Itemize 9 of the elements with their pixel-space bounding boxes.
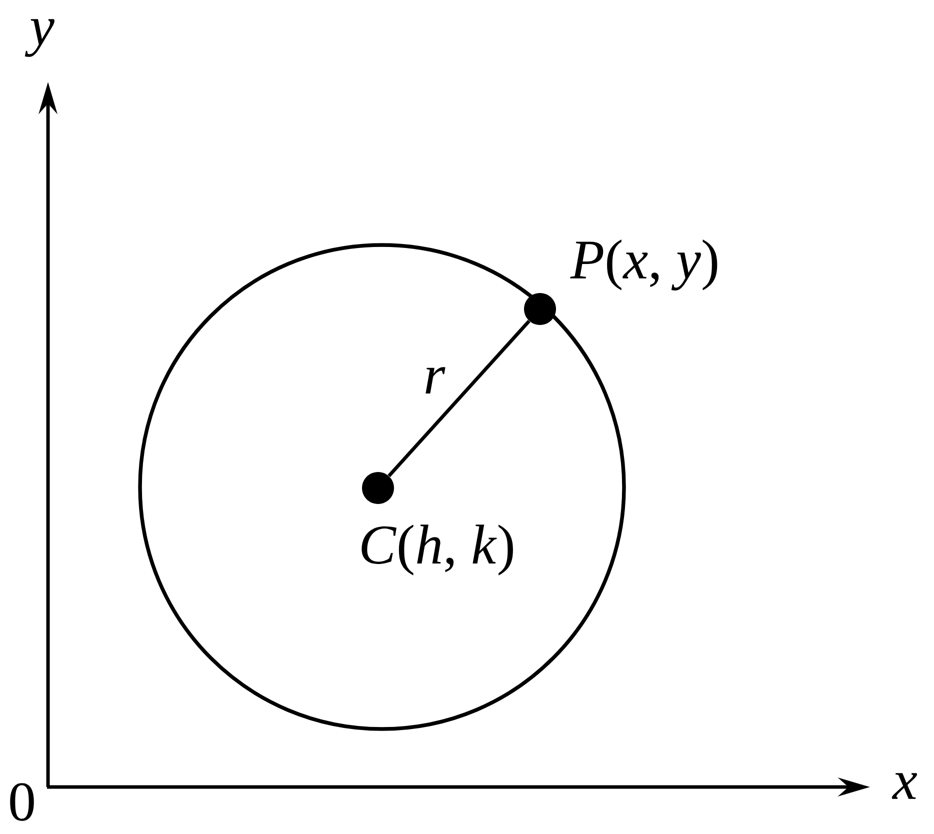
edge-label: r — [426, 367, 446, 394]
point-label: C(h, k) — [362, 524, 513, 576]
point-dot — [362, 472, 394, 504]
axis-label: y — [24, 19, 54, 57]
origin-label: 0 — [10, 783, 34, 821]
point-label: P(x, y) — [570, 240, 718, 290]
radius-line — [388, 320, 530, 478]
point-dot — [524, 293, 556, 325]
axis-label: x — [892, 773, 918, 799]
